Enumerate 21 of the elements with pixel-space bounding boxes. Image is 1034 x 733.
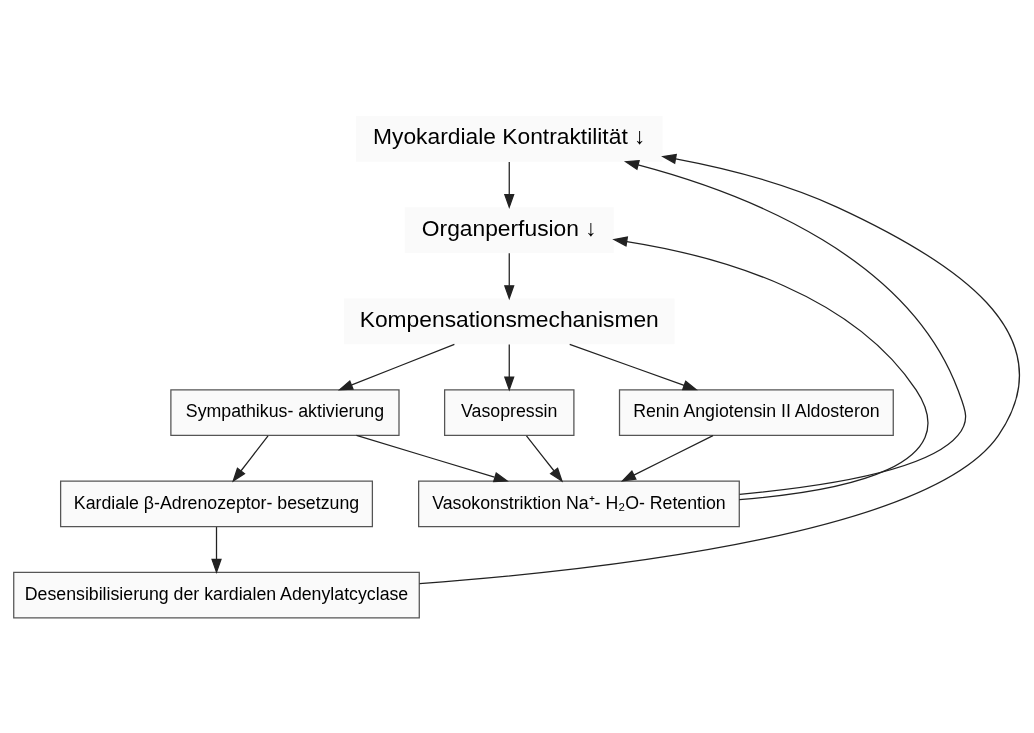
node-text: Organperfusion ↓ [421, 214, 597, 241]
arrow [503, 252, 515, 300]
node-text: Myokardiale Kontraktilität ↓ [373, 122, 646, 149]
node-box: Vasokonstriktion Na⁺- H₂O- Retention [418, 479, 740, 527]
arrow [620, 434, 714, 482]
arrow [569, 343, 698, 390]
arrow [503, 343, 515, 392]
node-box: Renin Angiotensin II Aldosteron [618, 388, 894, 436]
arrow [211, 525, 222, 574]
arrow [525, 434, 564, 482]
arrow [337, 343, 455, 390]
arrow [623, 159, 967, 495]
node-box: Kardiale β-Adrenozeptor- besetzung [60, 479, 374, 527]
node-box: Vasopressin [444, 388, 575, 436]
node-text: Kompensationsmechanismen [359, 305, 659, 332]
node-box: Sympathikus- aktivierung [170, 388, 400, 436]
arrow [503, 160, 515, 209]
arrow [355, 434, 509, 482]
arrow [612, 235, 929, 500]
node-box: Desensibilisierung der kardialen Adenylatcyclase [13, 571, 420, 619]
arrow [232, 434, 269, 482]
